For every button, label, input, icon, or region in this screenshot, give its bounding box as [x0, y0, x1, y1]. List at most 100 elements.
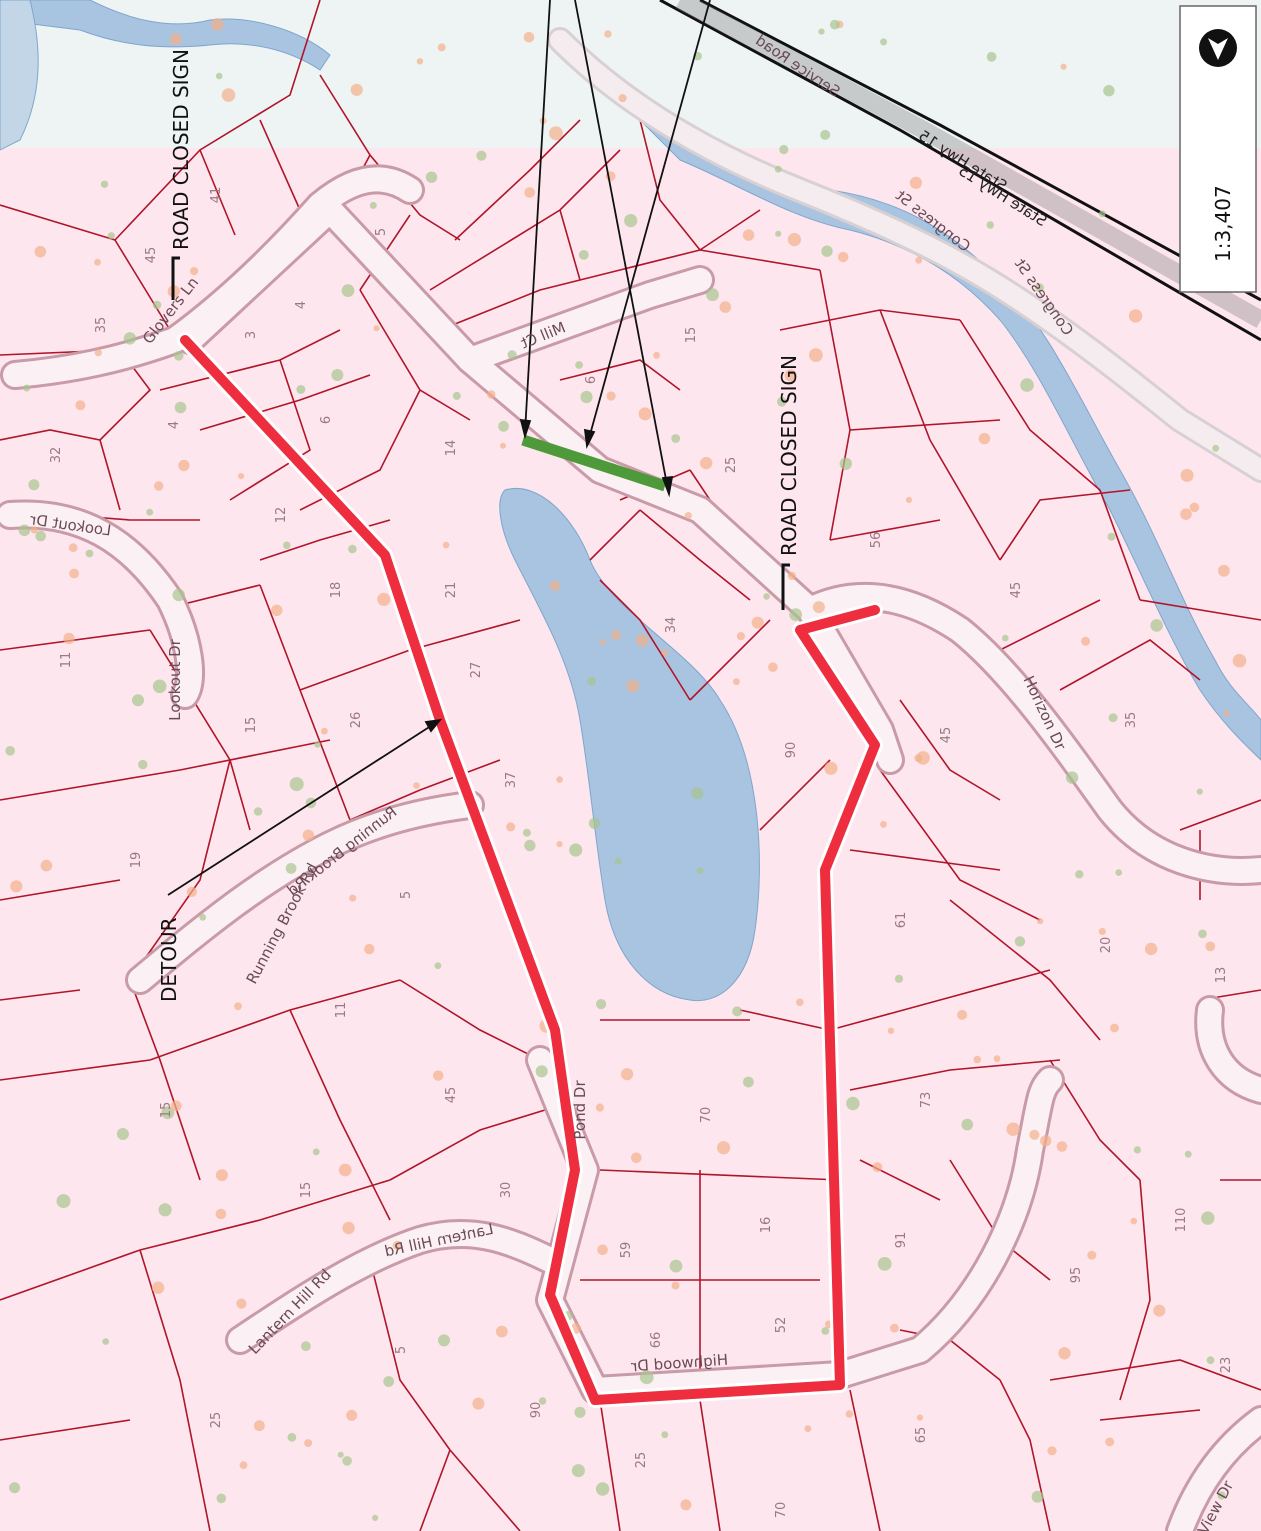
arrow-line-2 — [574, 0, 669, 491]
tree-dot — [636, 634, 649, 647]
parcel-number: 6 — [584, 376, 599, 384]
tree-dot — [1180, 468, 1194, 482]
parcel-number: 20 — [1099, 937, 1114, 954]
tree-dot — [719, 301, 732, 313]
parcel-number: 5 — [399, 891, 414, 899]
tree-dot — [190, 267, 199, 276]
tree-dot — [433, 1070, 444, 1081]
detour-route — [177, 332, 883, 1408]
tree-dot — [349, 894, 357, 902]
tree-dot — [1058, 1347, 1071, 1360]
tree-dot — [34, 245, 47, 258]
tree-dot — [597, 1244, 608, 1256]
parcel-number: 52 — [774, 1317, 789, 1334]
tree-dot — [809, 348, 823, 362]
tree-dot — [10, 880, 23, 893]
parcel-number: 25 — [724, 457, 739, 474]
tree-dot — [116, 1128, 129, 1140]
parcel-number: 35 — [1124, 712, 1139, 729]
sign-leader-top — [171, 256, 180, 300]
tree-dot — [331, 369, 344, 381]
tree-dot — [372, 1514, 379, 1521]
tree-dot — [285, 863, 297, 874]
parcel-number: 16 — [759, 1217, 774, 1234]
tree-dot — [30, 526, 38, 534]
tree-dot — [1110, 1023, 1119, 1033]
tree-dot — [253, 807, 263, 816]
north-arrow-icon — [1199, 29, 1237, 67]
parcel-number: 32 — [49, 447, 64, 464]
tree-dot — [301, 1341, 311, 1352]
tree-dot — [549, 126, 563, 141]
tree-dot — [535, 1065, 548, 1078]
tree-dot — [369, 201, 377, 209]
tree-dot — [1108, 713, 1118, 723]
tree-dot — [611, 630, 621, 640]
parcel-number: 73 — [919, 1092, 934, 1109]
tree-dot — [538, 1397, 547, 1405]
tree-dot — [680, 1499, 692, 1511]
tree-dot — [216, 1493, 227, 1504]
parcel-number: 15 — [244, 717, 259, 734]
tree-dot — [961, 1118, 974, 1131]
sign-leader-right — [781, 563, 790, 610]
tree-dot — [35, 530, 46, 542]
tree-dot — [152, 679, 167, 694]
parcel-number: 15 — [159, 1102, 174, 1119]
tree-dot — [1103, 85, 1115, 97]
tree-dot — [1196, 788, 1203, 795]
tree-dot — [669, 1259, 683, 1273]
arrow-head-3 — [583, 428, 596, 450]
tree-dot — [94, 349, 102, 357]
tree-dot — [287, 1432, 297, 1442]
tree-dot — [172, 588, 185, 602]
tree-dot — [1056, 1141, 1068, 1152]
tree-dot — [524, 839, 536, 852]
tree-dot — [717, 1141, 731, 1155]
tree-dot — [1075, 870, 1084, 879]
tree-dot — [1206, 1356, 1215, 1365]
tree-dot — [283, 541, 291, 550]
tree-dot — [1150, 619, 1163, 632]
tree-dot — [487, 390, 496, 399]
tree-dot — [595, 1482, 610, 1496]
tree-dot — [978, 432, 991, 445]
tree-dot — [556, 776, 563, 783]
tree-dot — [580, 390, 593, 404]
tree-dot — [763, 593, 770, 600]
arrow-head-2 — [661, 475, 674, 498]
tree-dot — [1198, 929, 1207, 939]
parcel-number: 90 — [529, 1402, 544, 1419]
tree-dot — [321, 727, 328, 735]
tree-dot — [829, 19, 840, 30]
tree-dot — [238, 473, 245, 480]
tree-dot — [174, 401, 187, 414]
tree-dot — [588, 817, 601, 830]
parcel-number: 45 — [939, 727, 954, 744]
tree-dot — [986, 51, 997, 62]
tree-dot — [1128, 309, 1143, 323]
detour-arrow-head — [424, 718, 443, 733]
tree-dot — [522, 828, 531, 837]
tree-dot — [691, 787, 704, 800]
tree-dot — [138, 759, 148, 770]
tree-dot — [102, 1338, 109, 1345]
parcel-number: 66 — [649, 1332, 664, 1349]
tree-dot — [1223, 709, 1230, 717]
tree-dot — [596, 999, 607, 1010]
tree-dot — [151, 1281, 165, 1294]
road-layer — [0, 27, 1261, 1531]
parcel-number: 18 — [329, 582, 344, 599]
parcel-number: 70 — [699, 1107, 714, 1124]
tree-dot — [846, 1096, 860, 1111]
tree-dot — [775, 230, 782, 237]
tree-dot — [170, 1100, 182, 1112]
tree-dot — [820, 129, 831, 140]
tree-dot — [169, 33, 182, 46]
tree-dot — [452, 391, 461, 400]
tree-dot — [1014, 936, 1026, 947]
tree-dot — [506, 822, 516, 832]
tree-dot — [304, 1439, 313, 1448]
tree-dot — [161, 1106, 175, 1120]
